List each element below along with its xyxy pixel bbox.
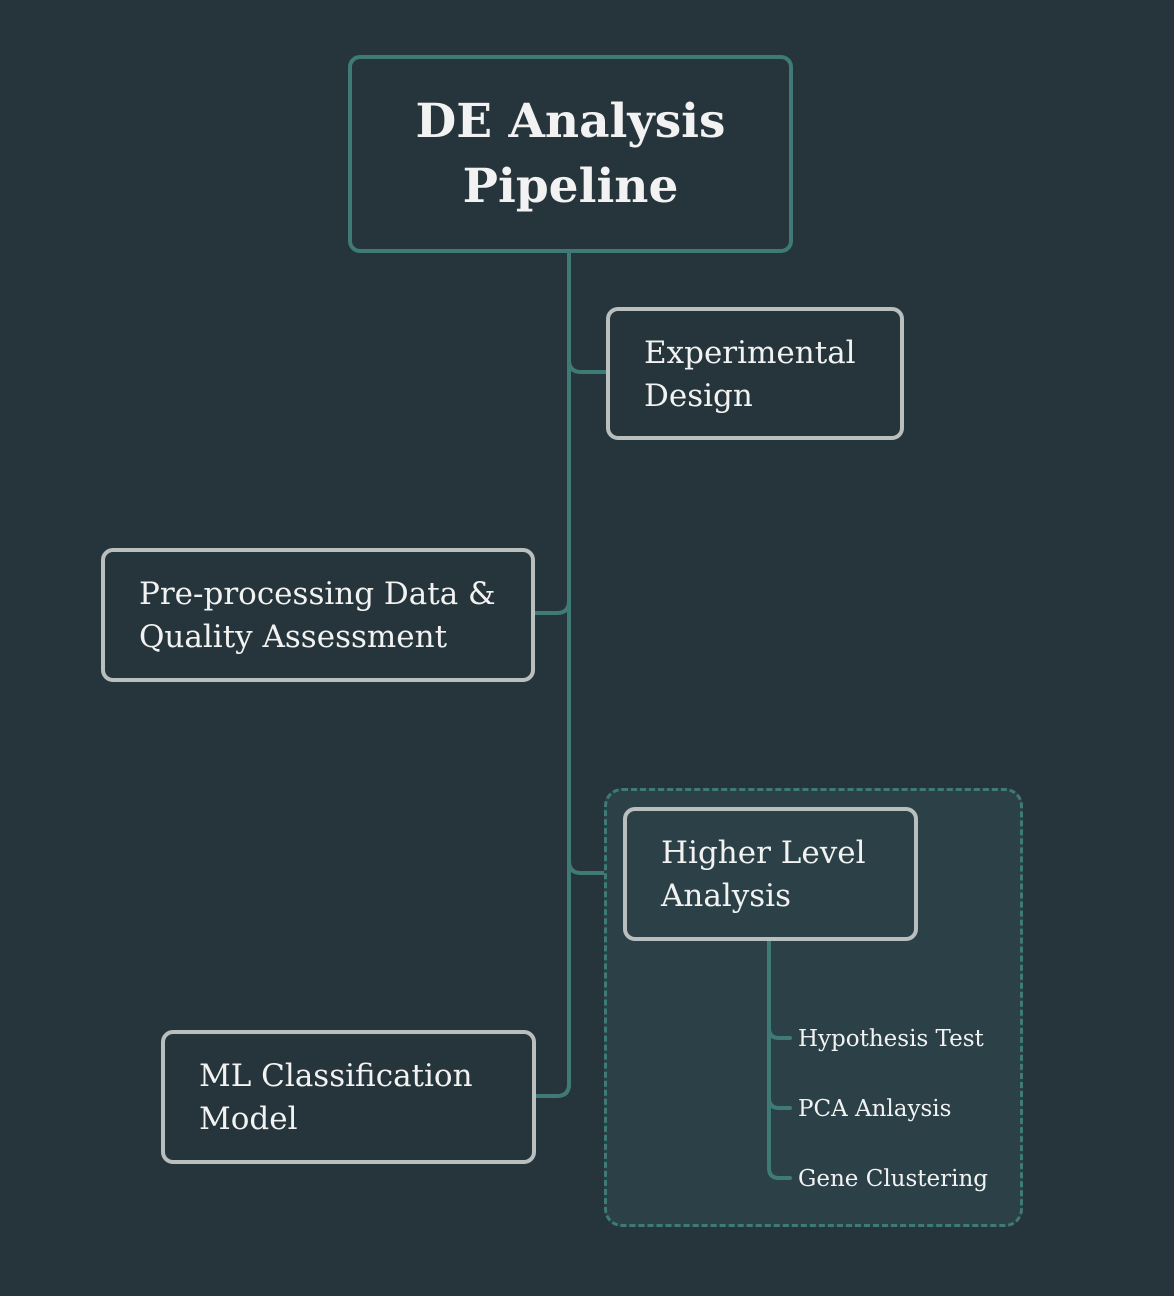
connector-experimental-design	[567, 358, 608, 374]
ml-classification-model-node[interactable]: ML Classification Model	[161, 1030, 536, 1164]
experimental-design-node[interactable]: Experimental Design	[606, 307, 904, 440]
preprocessing-label: Pre-processing Data & Quality Assessment	[139, 576, 496, 655]
connector-gene-clustering	[767, 1166, 792, 1180]
subtopic-gene-clustering[interactable]: Gene Clustering	[798, 1166, 989, 1192]
ml-classification-model-label: ML Classification Model	[199, 1058, 473, 1137]
connector-hypothesis-test	[767, 1026, 792, 1040]
experimental-design-label: Experimental Design	[644, 335, 856, 414]
subtopic-hypothesis-test[interactable]: Hypothesis Test	[798, 1026, 984, 1052]
connector-higher-level	[567, 859, 625, 875]
root-topic-node[interactable]: DE Analysis Pipeline	[348, 55, 793, 253]
higher-level-analysis-label: Higher Level Analysis	[661, 835, 866, 914]
subtopic-pca-analysis[interactable]: PCA Anlaysis	[798, 1096, 952, 1122]
higher-level-analysis-node[interactable]: Higher Level Analysis	[623, 807, 918, 941]
connector-pca-analysis	[767, 1096, 792, 1110]
connector-ml-model	[534, 1082, 571, 1098]
root-topic-title: DE Analysis Pipeline	[415, 94, 726, 214]
preprocessing-node[interactable]: Pre-processing Data & Quality Assessment	[101, 548, 535, 682]
connector-preprocessing	[533, 599, 571, 615]
